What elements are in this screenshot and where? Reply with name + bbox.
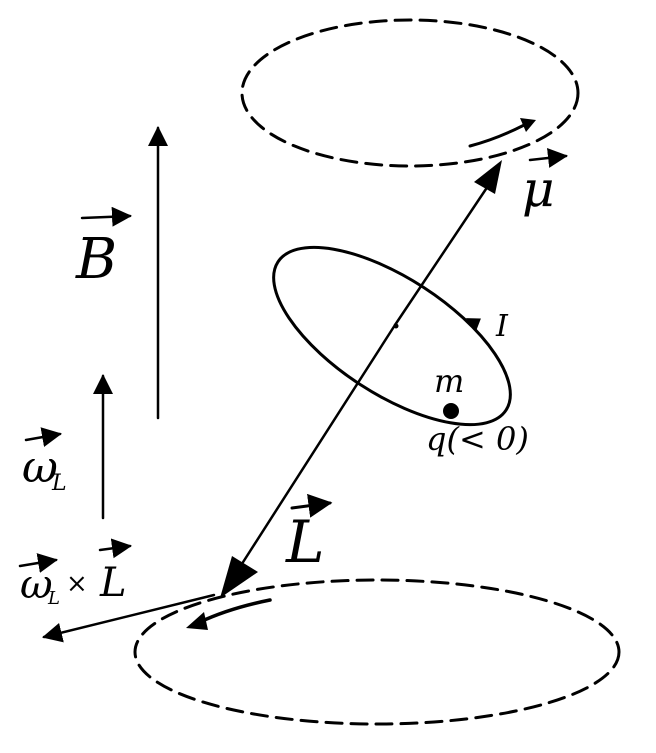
svg-text:μ: μ — [522, 160, 555, 218]
angular-momentum-arrowhead — [220, 556, 258, 598]
svg-text:B: B — [75, 227, 117, 292]
svg-text:L: L — [99, 560, 127, 606]
l-label: L — [285, 493, 333, 576]
svg-text:ω: ω — [22, 442, 58, 493]
mass-label: m — [434, 362, 464, 400]
orbit-loop — [272, 245, 512, 427]
upper-precession-arrow — [468, 120, 532, 148]
upper-precession-path — [240, 18, 580, 168]
omega-label: ω L — [22, 427, 67, 496]
angular-momentum-vector — [236, 323, 397, 572]
mu-arrowhead — [474, 160, 502, 194]
svg-text:ω: ω — [20, 562, 53, 608]
lower-precession-arrow — [198, 598, 272, 624]
b-label: B — [75, 206, 132, 292]
mu-label: μ — [522, 148, 568, 218]
charge-particle — [443, 403, 459, 419]
current-arrow — [465, 318, 481, 332]
charge-label: q(< 0) — [426, 420, 529, 458]
lower-precession-arrowhead — [186, 612, 208, 630]
svg-text:L: L — [285, 508, 325, 576]
torque-vector — [42, 593, 216, 643]
svg-text:L: L — [51, 471, 67, 496]
lower-precession-path — [133, 578, 621, 726]
svg-text:L: L — [47, 588, 60, 609]
svg-text:×: × — [66, 569, 88, 599]
current-label: I — [495, 309, 509, 344]
loop-center — [393, 323, 399, 329]
mu-vector — [393, 181, 492, 327]
torque-label: ω L × L — [18, 538, 132, 609]
upper-precession-arrowhead — [520, 118, 536, 132]
